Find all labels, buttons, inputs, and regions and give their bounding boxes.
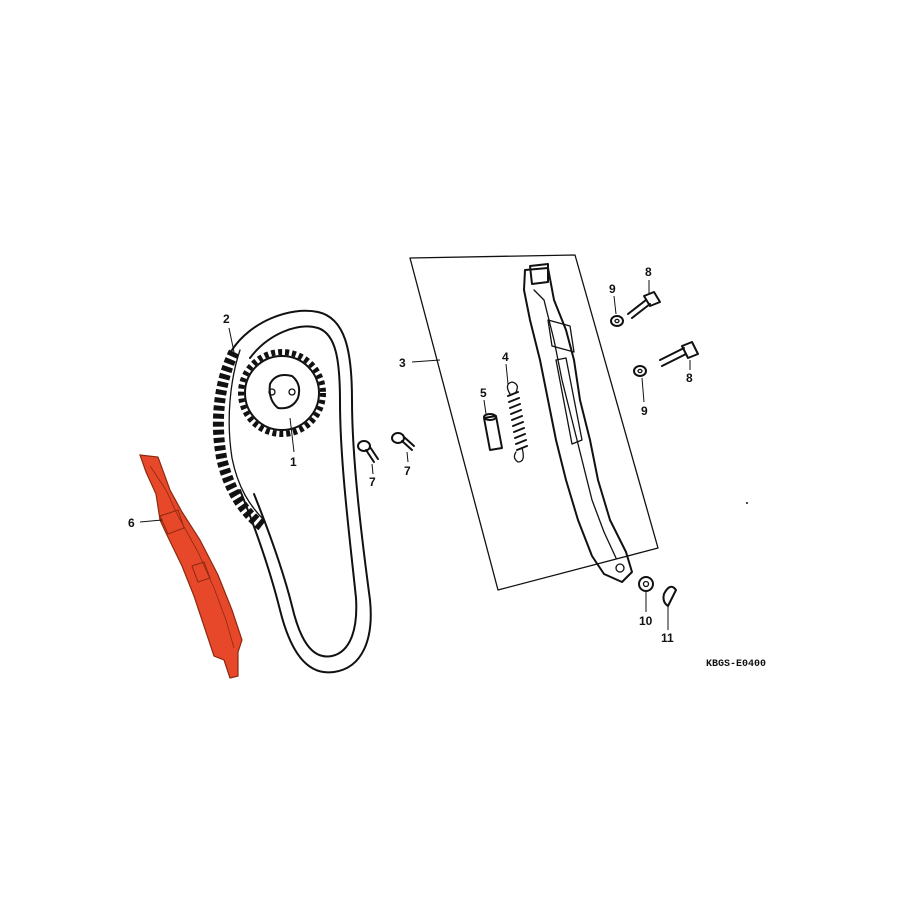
leader-9a — [613, 295, 617, 315]
sprocket-teeth — [238, 349, 326, 437]
bolt-shank — [627, 299, 651, 319]
callout-7b: 7 — [404, 464, 411, 478]
part-5-pin[interactable] — [483, 413, 503, 451]
pin-body — [483, 415, 503, 451]
diagram-code: KBGS-E0400 — [706, 659, 766, 670]
washer-ring — [633, 365, 647, 377]
leader-7b — [406, 451, 409, 463]
tensioner-arm-inner — [533, 289, 617, 559]
callout-5: 5 — [480, 386, 487, 400]
chain-guide-rib — [159, 509, 185, 535]
bolt-head — [357, 440, 371, 452]
washer-hole — [637, 368, 643, 374]
callout-1: 1 — [290, 455, 297, 469]
tensioner-top-block — [529, 263, 549, 285]
spring-coil — [507, 391, 528, 451]
chain-outer-loop — [231, 309, 372, 674]
chain-links-outline — [228, 349, 265, 521]
part-7-bolt-b[interactable] — [391, 432, 415, 451]
part-2-cam-chain[interactable] — [212, 309, 372, 674]
callout-10: 10 — [639, 614, 653, 628]
part-6-chain-guide[interactable] — [139, 454, 243, 679]
callout-8a: 8 — [645, 265, 652, 279]
sprocket-bolt-hole-a — [268, 388, 276, 396]
sprocket-bolt-hole-b — [288, 388, 296, 396]
leader-9b — [641, 377, 645, 403]
callout-3: 3 — [399, 356, 406, 370]
chain-inner-loop — [249, 325, 358, 658]
washer-ring — [610, 315, 624, 327]
chain-links — [212, 349, 266, 531]
chain-guide-edge — [149, 465, 235, 649]
washer-hole — [642, 580, 650, 588]
washer-hole — [614, 318, 620, 324]
part-11-clip[interactable] — [662, 585, 677, 607]
spring-hook-bottom — [513, 447, 524, 463]
tensioner-pivot-hole — [615, 563, 625, 573]
chain-guide-notch — [191, 561, 211, 583]
callouts: 1 2 3 4 5 6 7 7 8 8 9 9 10 11 — [128, 265, 693, 645]
callout-9b: 9 — [641, 404, 648, 418]
callout-11: 11 — [661, 631, 674, 645]
part-3-tensioner-arm[interactable] — [523, 263, 633, 583]
part-4-spring[interactable] — [506, 381, 528, 463]
tensioner-bracket — [547, 319, 575, 353]
bolt-shank — [365, 446, 379, 463]
sprocket-hub-hole — [268, 374, 301, 410]
spring-hook-top — [506, 381, 518, 395]
part-10-washer[interactable] — [638, 576, 654, 592]
part-9-washer-b[interactable] — [633, 365, 647, 377]
callout-2: 2 — [223, 312, 230, 326]
tensioner-arm-outer — [523, 267, 633, 583]
part-3-assembly-boundary — [409, 254, 659, 591]
leader-5 — [483, 399, 487, 415]
sprocket-rim — [244, 355, 320, 431]
callout-6: 6 — [128, 516, 135, 530]
leader-lines — [139, 280, 691, 630]
part-8-bolt-a[interactable] — [627, 291, 661, 319]
stray-dot — [746, 502, 748, 504]
part-1-cam-sprocket[interactable] — [238, 349, 326, 437]
part-7-bolt-a[interactable] — [357, 440, 379, 463]
washer-ring — [638, 576, 654, 592]
part-9-washer-a[interactable] — [610, 315, 624, 327]
callout-7a: 7 — [369, 475, 376, 489]
leader-1 — [289, 417, 295, 453]
pin-end — [483, 413, 497, 421]
leader-4 — [505, 363, 509, 385]
chain-guide-shape — [139, 454, 243, 679]
bolt-head — [643, 291, 661, 307]
leader-7a — [371, 463, 374, 475]
tensioner-slot — [555, 357, 583, 445]
bolt-shank — [401, 436, 415, 451]
leader-2 — [228, 327, 235, 353]
callout-8b: 8 — [686, 371, 693, 385]
leader-3 — [411, 359, 441, 363]
bolt-shank — [659, 347, 687, 367]
callout-9a: 9 — [609, 282, 616, 296]
leader-6 — [139, 519, 163, 523]
clip-shape — [662, 585, 677, 607]
callout-4: 4 — [502, 350, 509, 364]
part-8-bolt-b[interactable] — [659, 341, 699, 367]
